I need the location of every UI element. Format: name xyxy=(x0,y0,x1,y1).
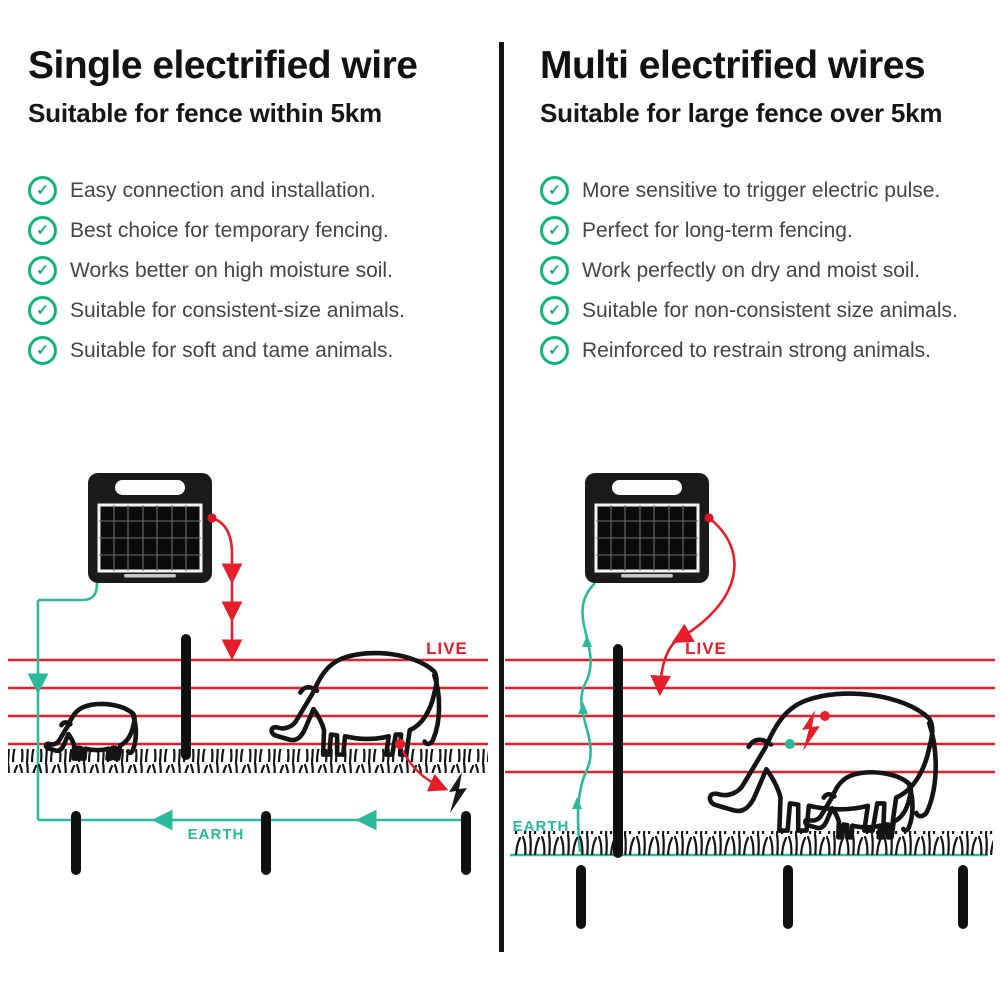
feature-text: Work perfectly on dry and moist soil. xyxy=(582,259,921,283)
feature-text: Best choice for temporary fencing. xyxy=(70,219,389,243)
list-item: ✓ Easy connection and installation. xyxy=(28,176,488,206)
live-label: LIVE xyxy=(685,639,727,658)
lightning-bolt-icon xyxy=(449,772,467,813)
fence-post-tall xyxy=(181,634,191,760)
panel-single-wire: Single electrified wire Suitable for fen… xyxy=(0,0,497,1000)
list-item: ✓ Reinforced to restrain strong animals. xyxy=(540,336,995,366)
list-item: ✓ More sensitive to trigger electric puls… xyxy=(540,176,995,206)
cow-large xyxy=(272,653,439,755)
live-fence-wires xyxy=(8,658,488,746)
fence-post-tall xyxy=(613,644,623,858)
earth-drop-wire xyxy=(572,582,596,853)
feature-text: Suitable for non-consistent size animals… xyxy=(582,299,958,323)
feature-text: Works better on high moisture soil. xyxy=(70,259,393,283)
live-terminal xyxy=(704,513,714,523)
check-icon: ✓ xyxy=(28,336,57,366)
list-item: ✓ Best choice for temporary fencing. xyxy=(28,216,488,246)
check-icon: ✓ xyxy=(28,216,57,246)
list-item: ✓ Suitable for soft and tame animals. xyxy=(28,336,488,366)
page-subtitle: Suitable for fence within 5km xyxy=(28,97,382,128)
earth-wire xyxy=(27,582,462,831)
check-icon: ✓ xyxy=(540,176,569,206)
list-item: ✓ Work perfectly on dry and moist soil. xyxy=(540,256,995,286)
page-subtitle: Suitable for large fence over 5km xyxy=(540,97,943,128)
check-icon: ✓ xyxy=(540,336,569,366)
check-icon: ✓ xyxy=(28,176,57,206)
earth-label: EARTH xyxy=(188,826,245,843)
feature-text: Suitable for consistent-size animals. xyxy=(70,299,405,323)
list-item: ✓ Works better on high moisture soil. xyxy=(28,256,488,286)
list-item: ✓ Suitable for non-consistent size animal… xyxy=(540,296,995,326)
earth-posts xyxy=(576,865,968,929)
check-icon: ✓ xyxy=(540,256,569,286)
feature-list: ✓ More sensitive to trigger electric puls… xyxy=(540,176,995,366)
solar-energizer xyxy=(585,473,714,583)
solar-panel-grid xyxy=(596,505,698,571)
feature-text: Reinforced to restrain strong animals. xyxy=(582,339,931,363)
feature-text: Easy connection and installation. xyxy=(70,179,376,203)
energizer-handle-slot xyxy=(115,480,185,495)
live-fence-wires xyxy=(505,658,995,774)
diagram-single-wire: LIVE EARTH xyxy=(8,473,488,875)
earth-posts xyxy=(71,811,471,875)
live-terminal xyxy=(207,513,217,523)
panel-multi-wires: Multi electrified wires Suitable for lar… xyxy=(503,0,1000,1000)
multi-text-block: Multi electrified wires Suitable for lar… xyxy=(540,44,995,377)
energizer-label-strip xyxy=(124,574,176,578)
feature-text: More sensitive to trigger electric pulse… xyxy=(582,179,941,203)
pulse-dot-red xyxy=(394,738,406,750)
check-icon: ✓ xyxy=(540,216,569,246)
diagram-multi-wires: LIVE EARTH xyxy=(505,473,995,929)
energizer-handle-slot xyxy=(612,480,682,495)
page-title: Single electrified wire xyxy=(28,44,418,87)
check-icon: ✓ xyxy=(28,296,57,326)
pulse-dot-teal xyxy=(785,739,795,749)
feature-text: Perfect for long-term fencing. xyxy=(582,219,853,243)
earth-label: EARTH xyxy=(513,818,570,835)
pulse-dot-red xyxy=(820,711,830,721)
grass xyxy=(515,831,993,855)
feature-list: ✓ Easy connection and installation. ✓ Best… xyxy=(28,176,488,366)
list-item: ✓ Suitable for consistent-size animals. xyxy=(28,296,488,326)
feature-text: Suitable for soft and tame animals. xyxy=(70,339,394,363)
energizer-label-strip xyxy=(621,574,673,578)
live-label: LIVE xyxy=(426,639,468,658)
lightning-bolt-icon xyxy=(802,710,820,751)
vertical-divider xyxy=(499,42,504,952)
check-icon: ✓ xyxy=(540,296,569,326)
list-item: ✓ Perfect for long-term fencing. xyxy=(540,216,995,246)
check-icon: ✓ xyxy=(28,256,57,286)
spark-arrow xyxy=(401,750,449,792)
single-text-block: Single electrified wire Suitable for fen… xyxy=(28,44,488,377)
solar-energizer xyxy=(88,473,217,583)
page-title: Multi electrified wires xyxy=(540,44,926,87)
solar-panel-grid xyxy=(99,505,201,571)
live-drop-wire xyxy=(211,516,243,661)
live-drop-wire xyxy=(650,516,736,697)
